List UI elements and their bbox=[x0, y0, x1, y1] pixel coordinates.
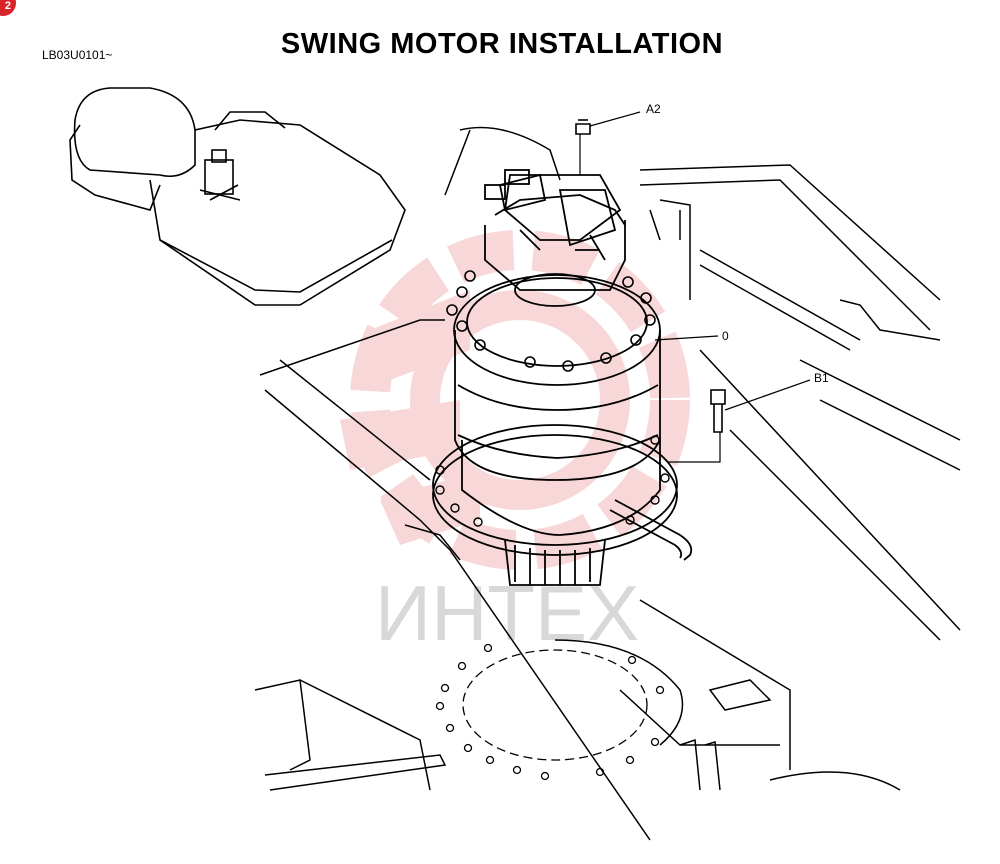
top-flange-bolts bbox=[446, 270, 656, 372]
leader-lines bbox=[579, 111, 811, 463]
lower-frame bbox=[254, 319, 901, 841]
callout-a2: A2 bbox=[646, 102, 661, 116]
swing-bearing-ring bbox=[435, 639, 684, 781]
watermark-gear-logo bbox=[340, 230, 690, 570]
tank-assembly bbox=[69, 87, 406, 306]
watermark-text: ИНТЕХ bbox=[375, 569, 639, 657]
page-title: SWING MOTOR INSTALLATION bbox=[280, 28, 724, 60]
page-badge: 2 bbox=[0, 0, 16, 16]
callout-0: 0 bbox=[722, 329, 729, 343]
document-code: LB03U0101~ bbox=[42, 48, 113, 62]
swing-motor bbox=[432, 169, 693, 586]
lower-flange-bolts bbox=[435, 435, 670, 527]
callout-b1: B1 bbox=[814, 371, 829, 385]
upper-frame bbox=[444, 126, 961, 641]
plug-a2 bbox=[575, 119, 591, 135]
badge-number: 2 bbox=[4, 0, 11, 12]
bolt-b1 bbox=[710, 389, 726, 433]
